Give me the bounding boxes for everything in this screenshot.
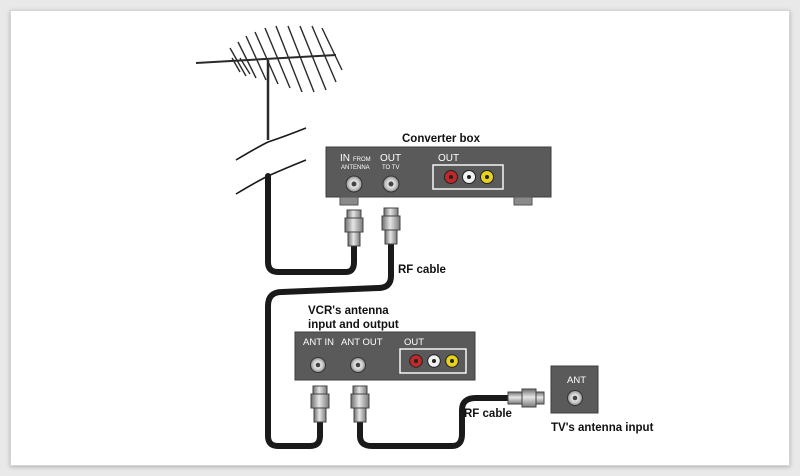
tv-antenna-panel: ANT [550,365,599,414]
converter-in-sub2: ANTENNA [341,165,370,171]
vcr-caption-line2: input and output [308,319,399,331]
converter-av-out-label: OUT [438,153,459,164]
vcr-av-panel [399,348,467,374]
converter-box: IN FROM ANTENNA OUT TO TV OUT [325,146,552,206]
vcr-caption-line1: VCR's antenna [308,305,389,317]
converter-out-sub: TO TV [382,165,399,171]
converter-box-title: Converter box [402,133,481,145]
converter-in-sub: FROM [353,157,371,163]
antenna-icon [195,25,343,140]
rf-cables [265,173,513,449]
converter-in-label: IN [340,153,350,164]
vcr-av-out-label: OUT [404,337,424,348]
vcr-ant-in-label: ANT IN [303,337,334,348]
rf-cable-bottom-label: RF cable [464,408,512,420]
rf-connector-tv [507,388,545,408]
tv-ant-label: ANT [567,375,586,386]
rf-connector-vcr-in [310,385,330,423]
converter-out-label: OUT [380,153,401,164]
rf-connector-converter-out [381,207,401,245]
converter-av-panel [432,164,504,190]
tv-antenna-input-caption: TV's antenna input [551,422,654,434]
vcr-box: ANT IN ANT OUT OUT [294,331,476,381]
rf-connector-converter-in [344,209,364,247]
rf-cable-top-label: RF cable [398,264,446,276]
rf-connector-vcr-out [350,385,370,423]
diagram-frame [10,10,790,466]
vcr-ant-out-label: ANT OUT [341,337,383,348]
